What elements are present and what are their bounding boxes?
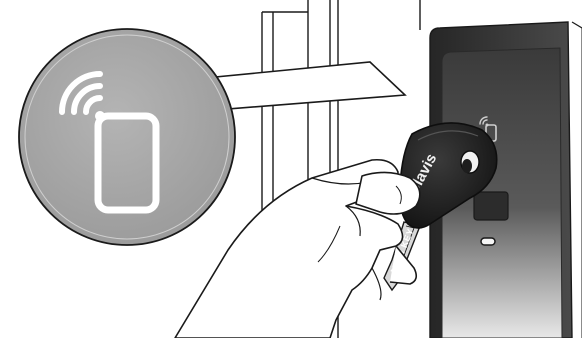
thumb (356, 172, 420, 214)
callout-pointer (205, 62, 405, 110)
